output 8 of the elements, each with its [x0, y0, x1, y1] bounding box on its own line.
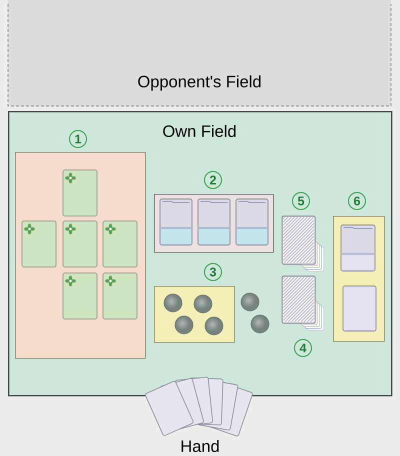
number-badge: 1 — [69, 130, 87, 148]
number-badge: 4 — [294, 339, 312, 357]
number-badge: 2 — [204, 171, 222, 189]
field-area: Opponent's Field — [8, 0, 392, 106]
number-badge: 3 — [204, 263, 222, 281]
hand-label: Hand — [182, 440, 219, 452]
number-badge: 5 — [292, 192, 310, 210]
number-badge: 6 — [348, 192, 366, 210]
